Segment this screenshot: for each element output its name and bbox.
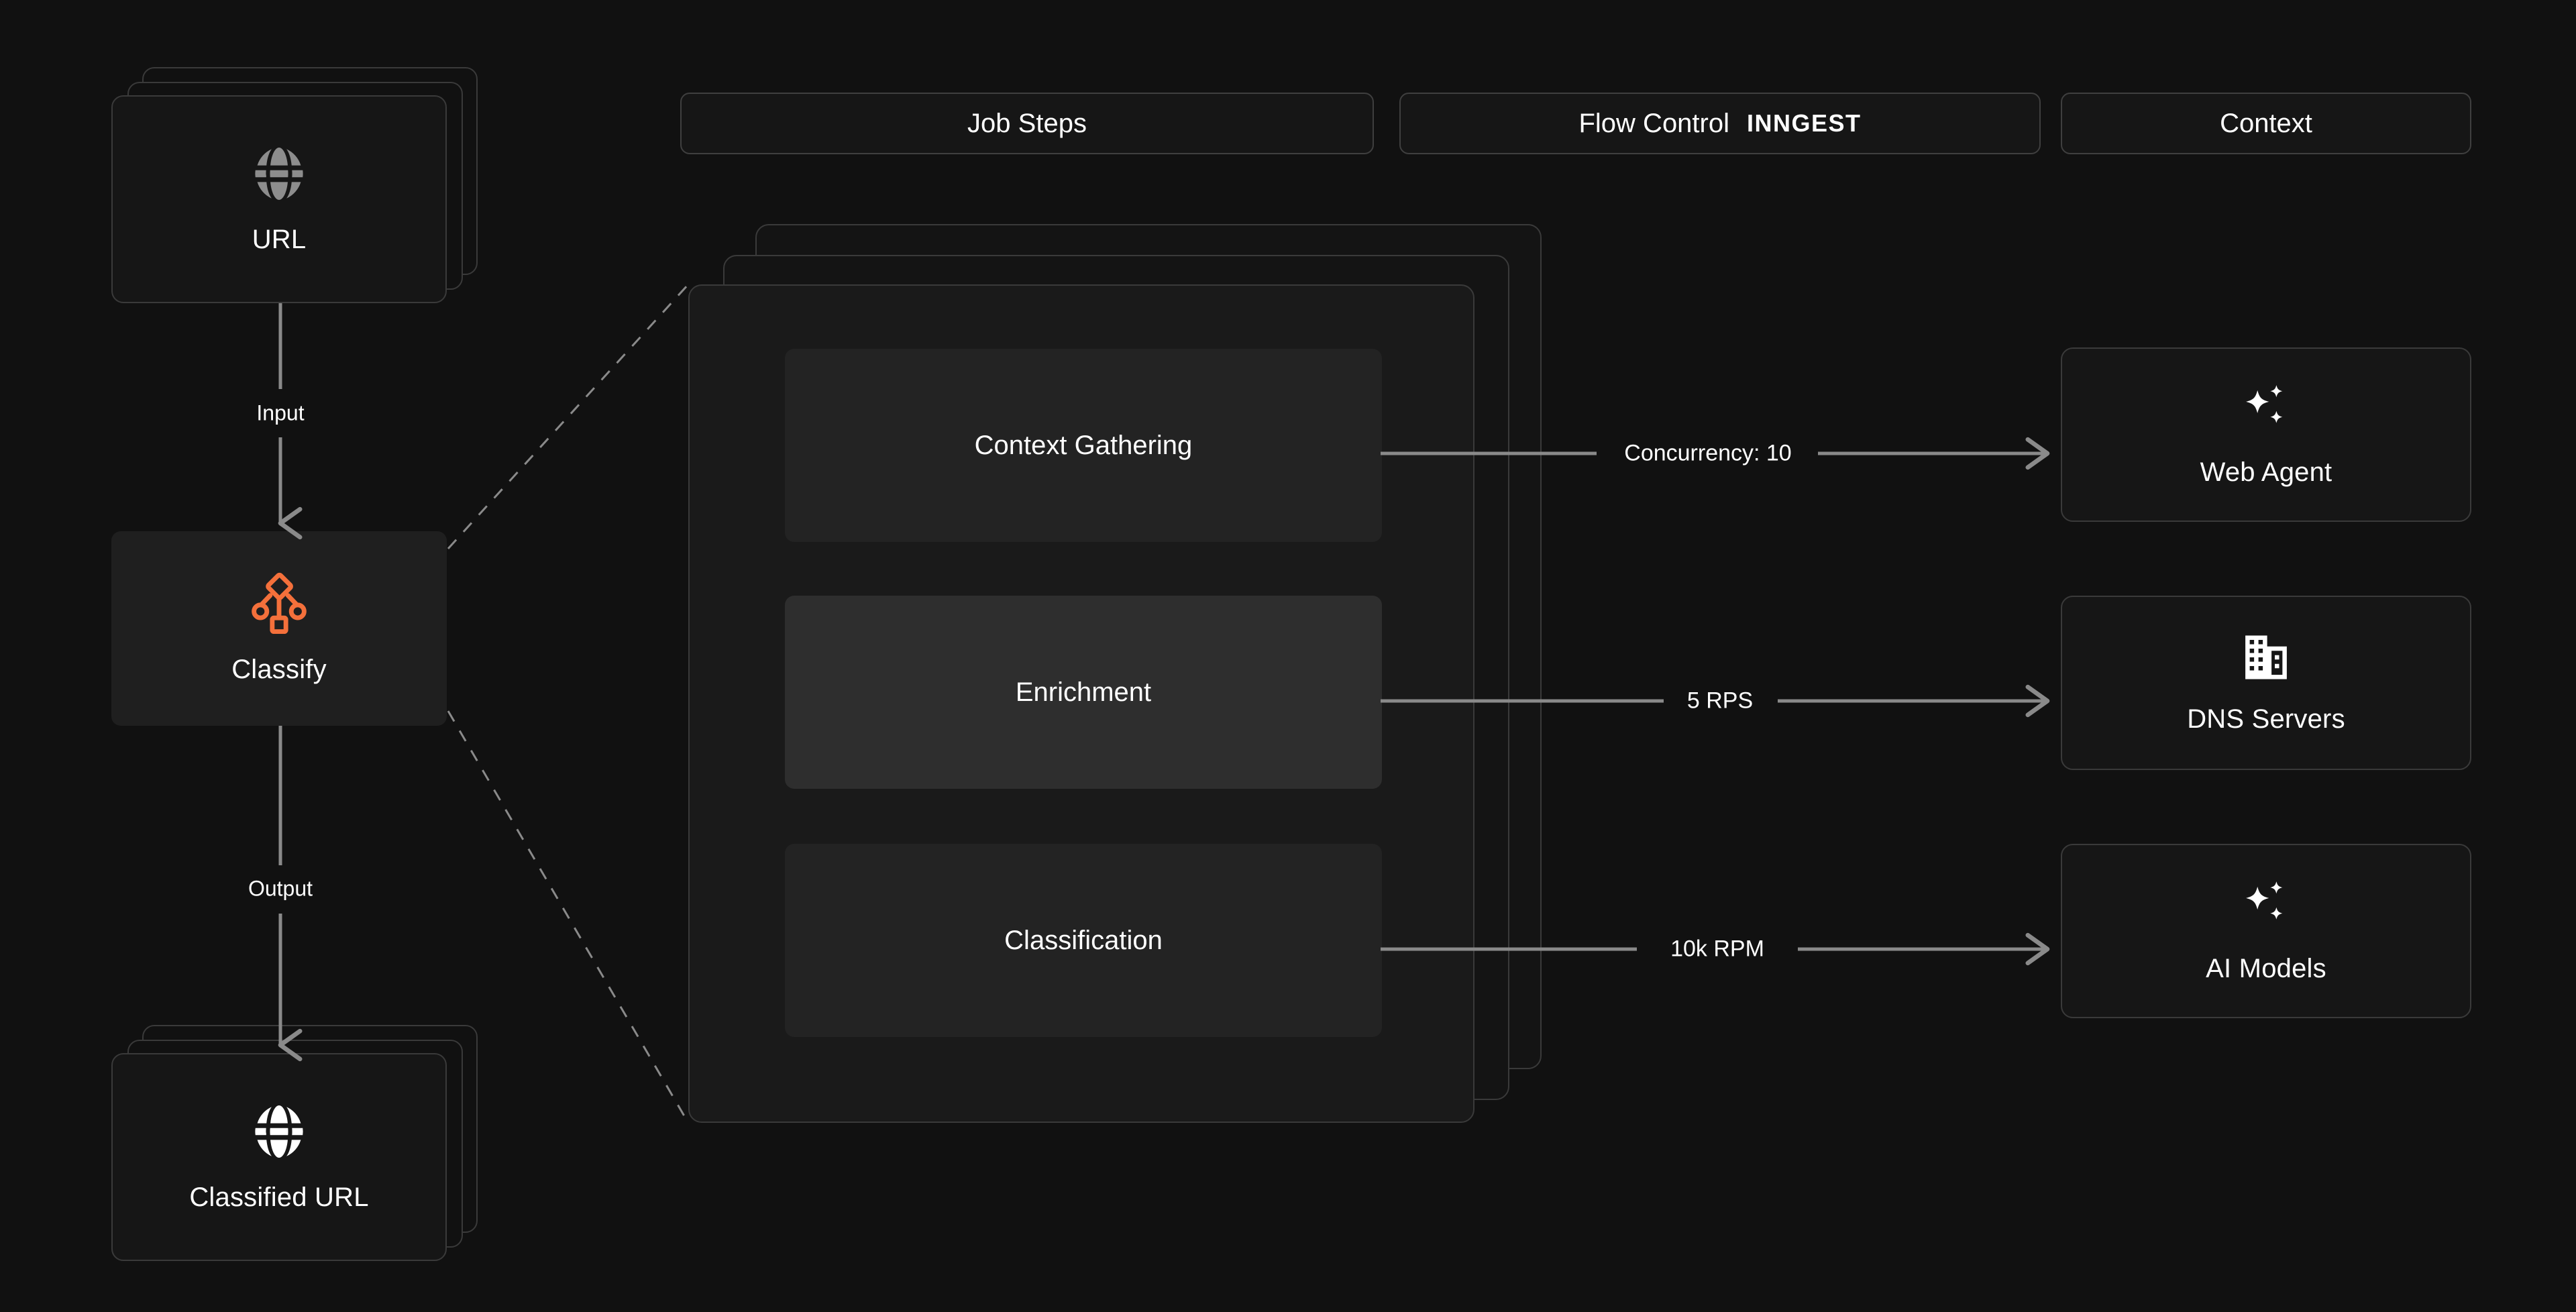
output-node-classified-url[interactable]: Classified URL — [111, 1053, 447, 1261]
inngest-logo: INNGEST — [1747, 109, 1862, 137]
input-node-label: URL — [252, 225, 307, 254]
process-node-classify[interactable]: Classify — [111, 531, 447, 726]
step-card-enrichment[interactable]: Enrichment — [785, 596, 1382, 789]
context-node-web-agent[interactable]: Web Agent — [2061, 347, 2471, 522]
step-label: Classification — [1004, 925, 1163, 955]
step-card-context-gathering[interactable]: Context Gathering — [785, 349, 1382, 542]
flow-control-label-rpm: 10k RPM — [1670, 936, 1764, 962]
step-label: Context Gathering — [974, 430, 1193, 460]
context-node-label: Web Agent — [2200, 457, 2332, 487]
header-pill-flow-control: Flow Control INNGEST — [1399, 93, 2041, 154]
step-label: Enrichment — [1015, 677, 1152, 707]
sparkles-icon — [2239, 382, 2294, 440]
flow-control-label-concurrency: Concurrency: 10 — [1624, 440, 1792, 466]
context-node-ai-models[interactable]: AI Models — [2061, 844, 2471, 1018]
connector-expand-bottom-dashed — [447, 710, 690, 1124]
header-label-job-steps: Job Steps — [967, 108, 1087, 138]
edge-label-input: Input — [256, 400, 305, 425]
flow-control-label-rps: 5 RPS — [1686, 688, 1754, 714]
context-node-label: AI Models — [2206, 954, 2326, 983]
context-node-label: DNS Servers — [2187, 704, 2345, 734]
edge-label-output: Output — [248, 876, 313, 901]
globe-icon — [249, 144, 309, 207]
connector-expand-top-dashed — [447, 283, 690, 550]
globe-icon — [249, 1101, 309, 1165]
header-label-flow-control: Flow Control — [1578, 108, 1729, 138]
job-container[interactable]: Context Gathering Enrichment Classificat… — [688, 284, 1474, 1123]
header-label-context: Context — [2220, 108, 2312, 138]
context-node-dns-servers[interactable]: DNS Servers — [2061, 596, 2471, 770]
output-node-label: Classified URL — [189, 1183, 369, 1212]
input-node-url[interactable]: URL — [111, 95, 447, 303]
header-pill-job-steps: Job Steps — [680, 93, 1374, 154]
building-icon — [2240, 631, 2292, 687]
process-node-label: Classify — [231, 655, 327, 684]
header-pill-context: Context — [2061, 93, 2471, 154]
step-card-classification[interactable]: Classification — [785, 844, 1382, 1037]
sparkles-icon — [2239, 878, 2294, 936]
workflow-classify-icon — [248, 572, 310, 637]
